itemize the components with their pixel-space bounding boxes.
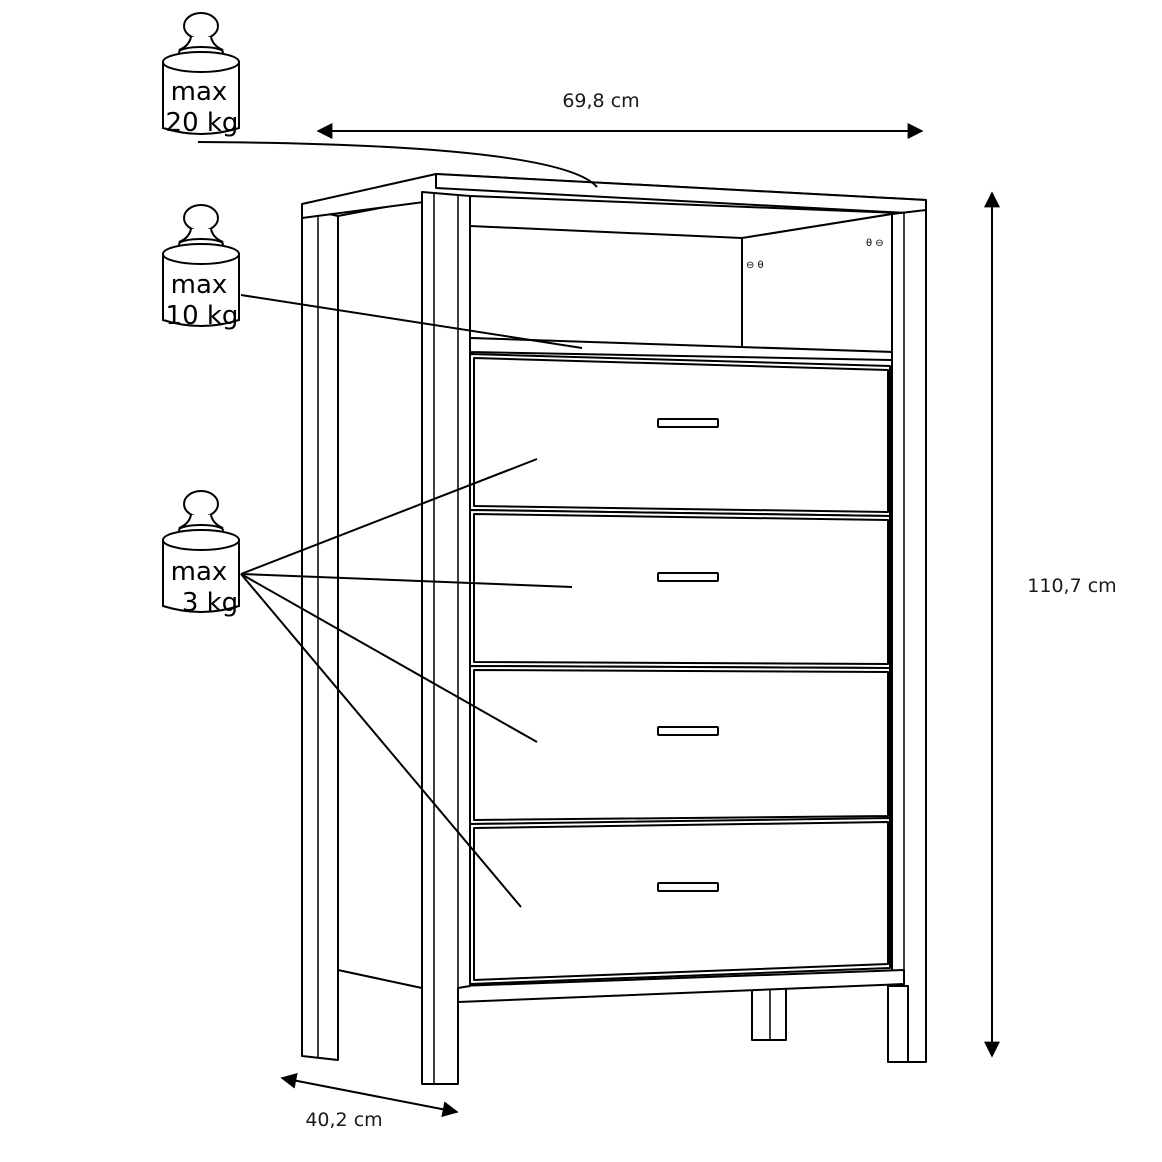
svg-text:3 kg: 3 kg bbox=[182, 588, 238, 618]
drawer-2[interactable] bbox=[469, 509, 891, 669]
depth-dimension: 40,2 cm bbox=[280, 1072, 459, 1131]
drawer-1[interactable] bbox=[469, 353, 891, 517]
shelf-back bbox=[469, 225, 743, 349]
weight-badge-shelf: max 10 kg bbox=[162, 204, 583, 349]
svg-text:θ ⊖: θ ⊖ bbox=[866, 238, 884, 249]
height-label: 110,7 cm bbox=[1027, 575, 1116, 597]
svg-text:20 kg: 20 kg bbox=[166, 108, 239, 138]
leader-shelf bbox=[240, 294, 583, 349]
left-side-panel bbox=[337, 199, 423, 989]
weight-badge-drawers: max 3 kg bbox=[162, 458, 573, 908]
svg-text:max: max bbox=[171, 77, 228, 107]
depth-label: 40,2 cm bbox=[305, 1109, 382, 1131]
width-dimension: 69,8 cm bbox=[316, 90, 924, 139]
leader-top bbox=[197, 141, 598, 188]
drawer-4[interactable] bbox=[469, 817, 891, 985]
leaders-drawers bbox=[240, 458, 573, 908]
weight-badge-top: max 20 kg bbox=[162, 12, 598, 188]
svg-text:10 kg: 10 kg bbox=[166, 301, 239, 331]
width-label: 69,8 cm bbox=[562, 90, 639, 112]
back-right-leg bbox=[751, 987, 787, 1041]
svg-text:max: max bbox=[171, 270, 228, 300]
back-left-leg bbox=[301, 207, 339, 1061]
dresser: ⊖ θ θ ⊖ bbox=[301, 173, 927, 1085]
height-dimension: 110,7 cm bbox=[984, 191, 1117, 1058]
right-front-leg bbox=[891, 209, 927, 1063]
drawer-3[interactable] bbox=[469, 665, 891, 825]
svg-text:⊖ θ: ⊖ θ bbox=[746, 260, 764, 271]
svg-text:max: max bbox=[171, 557, 228, 587]
front-left-leg bbox=[421, 191, 471, 1085]
